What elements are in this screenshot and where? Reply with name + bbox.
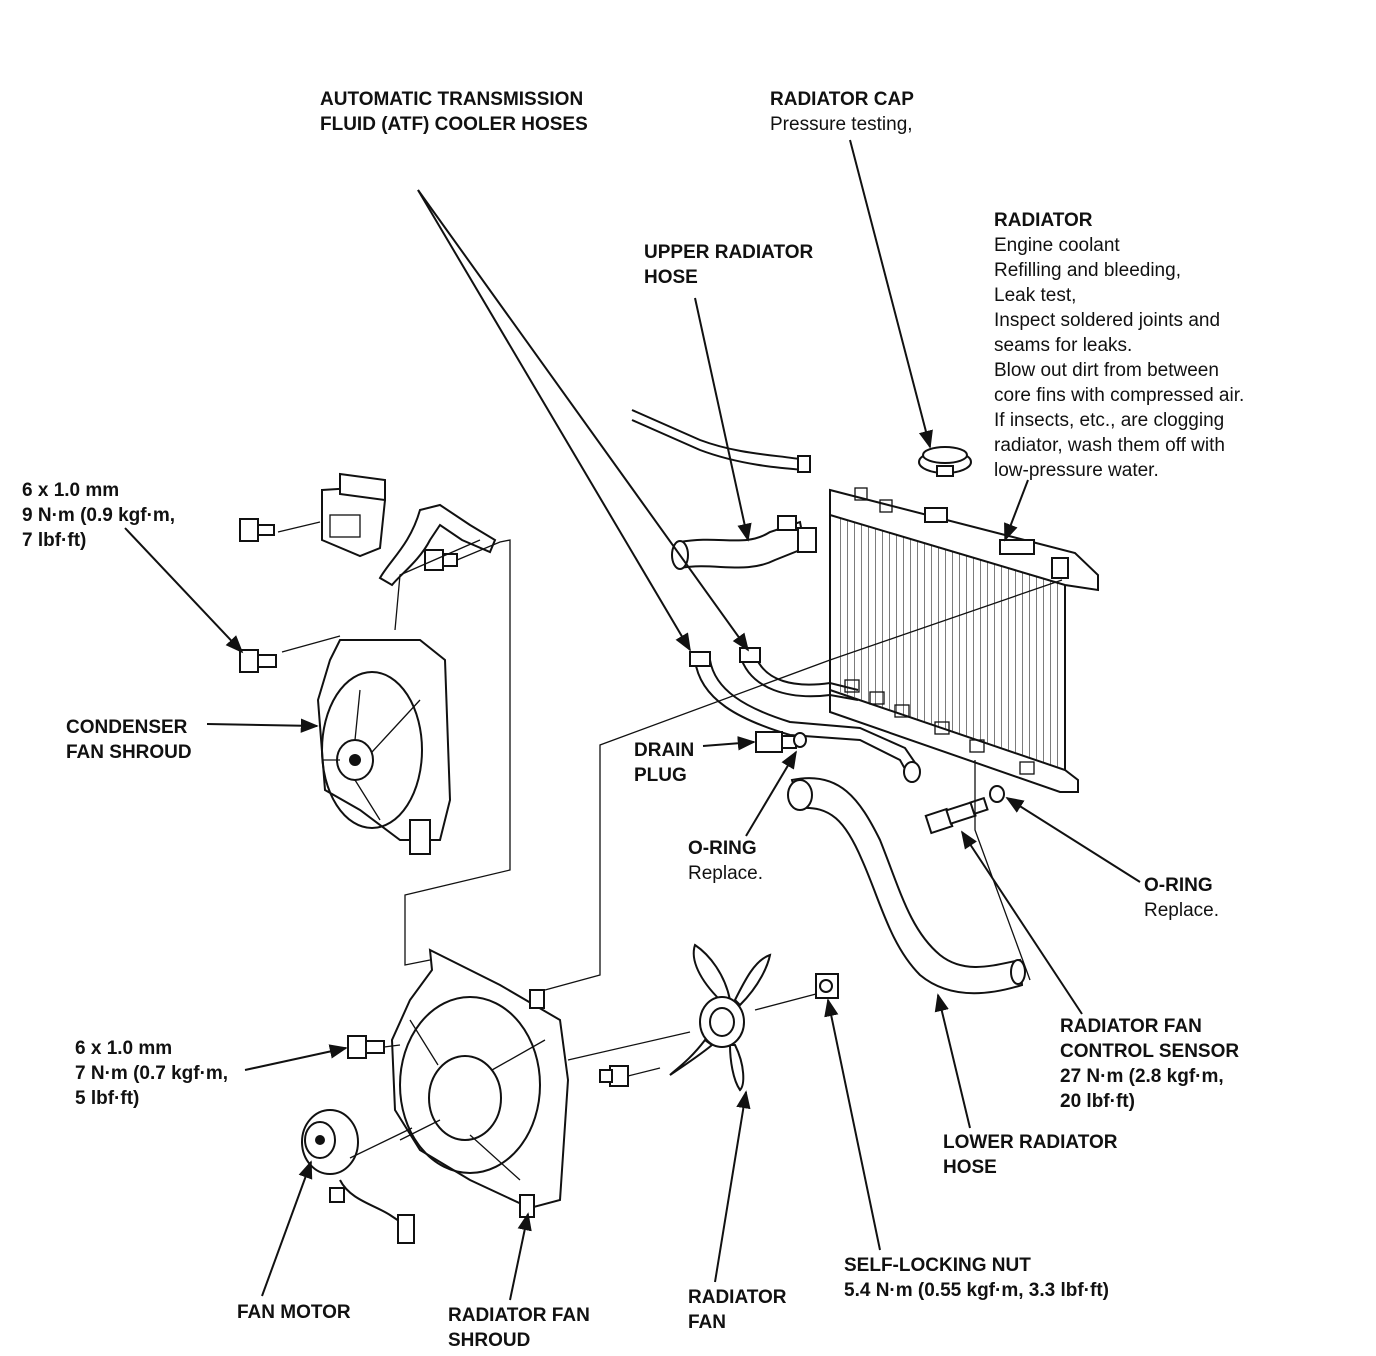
- bolt-bottom-line3: 5 lbf·ft): [75, 1088, 140, 1109]
- fan-sensor-line2: CONTROL SENSOR: [1060, 1041, 1240, 1062]
- radiator-note: Engine coolant: [994, 235, 1120, 256]
- label-o-ring-right: O-RING Replace.: [1144, 873, 1219, 923]
- fan-sensor-line4: 20 lbf·ft): [1060, 1091, 1135, 1112]
- label-radiator-fan: RADIATOR FAN: [688, 1285, 787, 1335]
- radiator-note: seams for leaks.: [994, 335, 1133, 356]
- label-radiator-fan-shroud: RADIATOR FAN SHROUD: [448, 1303, 590, 1353]
- radiator: [829, 487, 1099, 793]
- bolt-bottom: [347, 1035, 385, 1059]
- bolt-bottom-line1: 6 x 1.0 mm: [75, 1038, 173, 1059]
- condenser-shroud-line2: FAN SHROUD: [66, 742, 192, 763]
- radiator-note: Leak test,: [994, 285, 1077, 306]
- radiator-cap-title: RADIATOR CAP: [770, 89, 914, 110]
- o-ring-left-title: O-RING: [688, 838, 757, 859]
- radiator-fan-line1: RADIATOR: [688, 1287, 787, 1308]
- label-radiator-fan-control-sensor: RADIATOR FAN CONTROL SENSOR 27 N·m (2.8 …: [1060, 1014, 1239, 1114]
- leader-arrows: [124, 139, 1141, 1301]
- radiator-note: Inspect soldered joints and: [994, 310, 1221, 331]
- atf-hoses-line2: FLUID (ATF) COOLER HOSES: [320, 114, 588, 135]
- label-self-locking-nut: SELF-LOCKING NUT 5.4 N·m (0.55 kgf·m, 3.…: [844, 1253, 1109, 1303]
- upper-hose-line1: UPPER RADIATOR: [644, 242, 814, 263]
- upper-hose-line2: HOSE: [644, 267, 698, 288]
- bolt-top-line1: 6 x 1.0 mm: [22, 480, 120, 501]
- radiator-cap-note: Pressure testing,: [770, 114, 913, 135]
- overflow-tube: [631, 409, 811, 473]
- o-ring-sensor: [989, 785, 1005, 803]
- radiator-fan-control-sensor: [924, 796, 989, 835]
- bolt-top-2: [424, 549, 458, 571]
- radiator-note: Blow out dirt from between: [994, 360, 1219, 381]
- drain-plug-line2: PLUG: [634, 765, 687, 786]
- bolt-top-1: [239, 518, 275, 542]
- label-bolt-bottom: 6 x 1.0 mm 7 N·m (0.7 kgf·m, 5 lbf·ft): [75, 1036, 228, 1111]
- lower-hose-line2: HOSE: [943, 1157, 997, 1178]
- label-upper-radiator-hose: UPPER RADIATOR HOSE: [644, 240, 813, 290]
- bolt-top-line3: 7 lbf·ft): [22, 530, 87, 551]
- condenser-shroud-line1: CONDENSER: [66, 717, 188, 738]
- drain-plug-line1: DRAIN: [634, 740, 695, 761]
- label-bolt-top: 6 x 1.0 mm 9 N·m (0.9 kgf·m, 7 lbf·ft): [22, 478, 175, 553]
- drain-plug: [755, 731, 797, 753]
- nut-line1: SELF-LOCKING NUT: [844, 1255, 1031, 1276]
- radiator-title: RADIATOR: [994, 210, 1093, 231]
- atf-hoses-line1: AUTOMATIC TRANSMISSION: [320, 89, 584, 110]
- condenser-bracket: [378, 503, 497, 587]
- radiator-fan-shroud-line1: RADIATOR FAN: [448, 1305, 590, 1326]
- radiator-fan-shroud: [390, 948, 570, 1218]
- radiator-fan-line2: FAN: [688, 1312, 726, 1333]
- radiator-note: low-pressure water.: [994, 460, 1159, 481]
- fan-sensor-line1: RADIATOR FAN: [1060, 1016, 1202, 1037]
- self-locking-nut: [815, 973, 839, 999]
- label-lower-radiator-hose: LOWER RADIATOR HOSE: [943, 1130, 1118, 1180]
- label-radiator: RADIATOR Engine coolant Refilling and bl…: [994, 208, 1244, 483]
- radiator-note: core fins with compressed air.: [994, 385, 1245, 406]
- assembly-lines: [277, 521, 1063, 1159]
- lower-radiator-hose: [787, 777, 1026, 995]
- fan-motor-line1: FAN MOTOR: [237, 1302, 351, 1323]
- condenser-fan-shroud: [316, 639, 452, 855]
- radiator-fan: [669, 943, 772, 1092]
- fan-sensor-line3: 27 N·m (2.8 kgf·m,: [1060, 1066, 1224, 1087]
- relay-bracket: [321, 472, 386, 558]
- label-fan-motor: FAN MOTOR: [237, 1300, 351, 1325]
- nut-line2: 5.4 N·m (0.55 kgf·m, 3.3 lbf·ft): [844, 1280, 1109, 1301]
- o-ring-right-note: Replace.: [1144, 900, 1219, 921]
- bolt-top-line2: 9 N·m (0.9 kgf·m,: [22, 505, 176, 526]
- label-o-ring-left: O-RING Replace.: [688, 836, 763, 886]
- label-atf-cooler-hoses: AUTOMATIC TRANSMISSION FLUID (ATF) COOLE…: [320, 87, 588, 137]
- radiator-note: If insects, etc., are clogging: [994, 410, 1225, 431]
- label-drain-plug: DRAIN PLUG: [634, 738, 694, 788]
- radiator-cap: [918, 446, 972, 477]
- o-ring-left-note: Replace.: [688, 863, 763, 884]
- bolt-fan-motor: [599, 1065, 629, 1087]
- radiator-fan-shroud-line2: SHROUD: [448, 1330, 531, 1351]
- o-ring-drain: [793, 732, 807, 748]
- fan-motor: [301, 1109, 415, 1244]
- lower-hose-line1: LOWER RADIATOR: [943, 1132, 1118, 1153]
- radiator-note: Refilling and bleeding,: [994, 260, 1181, 281]
- label-radiator-cap: RADIATOR CAP Pressure testing,: [770, 87, 914, 137]
- radiator-note: radiator, wash them off with: [994, 435, 1225, 456]
- o-ring-right-title: O-RING: [1144, 875, 1213, 896]
- bolt-condenser: [239, 649, 277, 673]
- label-condenser-fan-shroud: CONDENSER FAN SHROUD: [66, 715, 192, 765]
- bolt-bottom-line2: 7 N·m (0.7 kgf·m,: [75, 1063, 229, 1084]
